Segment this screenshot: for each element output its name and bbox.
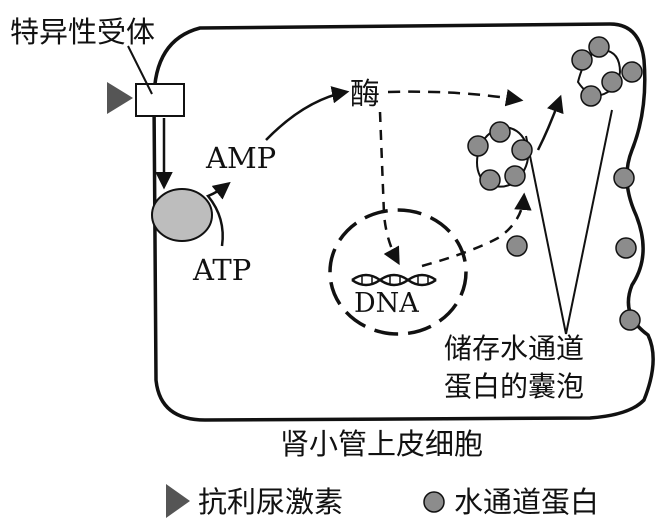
receptor-label: 特异性受体 bbox=[10, 15, 155, 49]
vesicle-label-line2: 蛋白的囊泡 bbox=[444, 370, 584, 403]
arrow-atp-to-amp bbox=[205, 181, 231, 247]
receptor-box bbox=[135, 83, 185, 117]
vesicle-pointer-left bbox=[525, 135, 567, 335]
arrow-vesicle-to-membrane bbox=[536, 94, 564, 151]
arrow-dna-to-vesicle bbox=[421, 192, 532, 268]
cell-label: 肾小管上皮细胞 bbox=[280, 427, 483, 461]
arrow-enzyme-to-vesicle bbox=[387, 89, 524, 107]
vesicle-label-line1: 储存水通道 bbox=[444, 332, 584, 365]
hormone-triangle bbox=[107, 82, 133, 114]
legend-aquaporin-icon bbox=[423, 491, 445, 513]
legend-hormone-icon bbox=[166, 484, 190, 518]
dna-label: DNA bbox=[354, 288, 419, 319]
aquaporin-proteins bbox=[467, 36, 643, 331]
atp-label: ATP bbox=[192, 253, 251, 287]
nucleus bbox=[328, 208, 468, 336]
legend-aquaporin-label: 水通道蛋白 bbox=[454, 485, 599, 519]
vesicle-pointer-right bbox=[565, 109, 613, 335]
receptor-pointer bbox=[127, 45, 153, 95]
amp-label: AMP bbox=[205, 141, 276, 175]
arrow-enzyme-to-dna bbox=[378, 111, 400, 266]
enzyme-label: 酶 bbox=[350, 77, 380, 112]
legend-hormone-label: 抗利尿激素 bbox=[198, 485, 343, 519]
arrow-amp-to-enzyme bbox=[265, 86, 350, 141]
dna-helix bbox=[351, 273, 437, 287]
enzyme-blob bbox=[151, 188, 213, 242]
